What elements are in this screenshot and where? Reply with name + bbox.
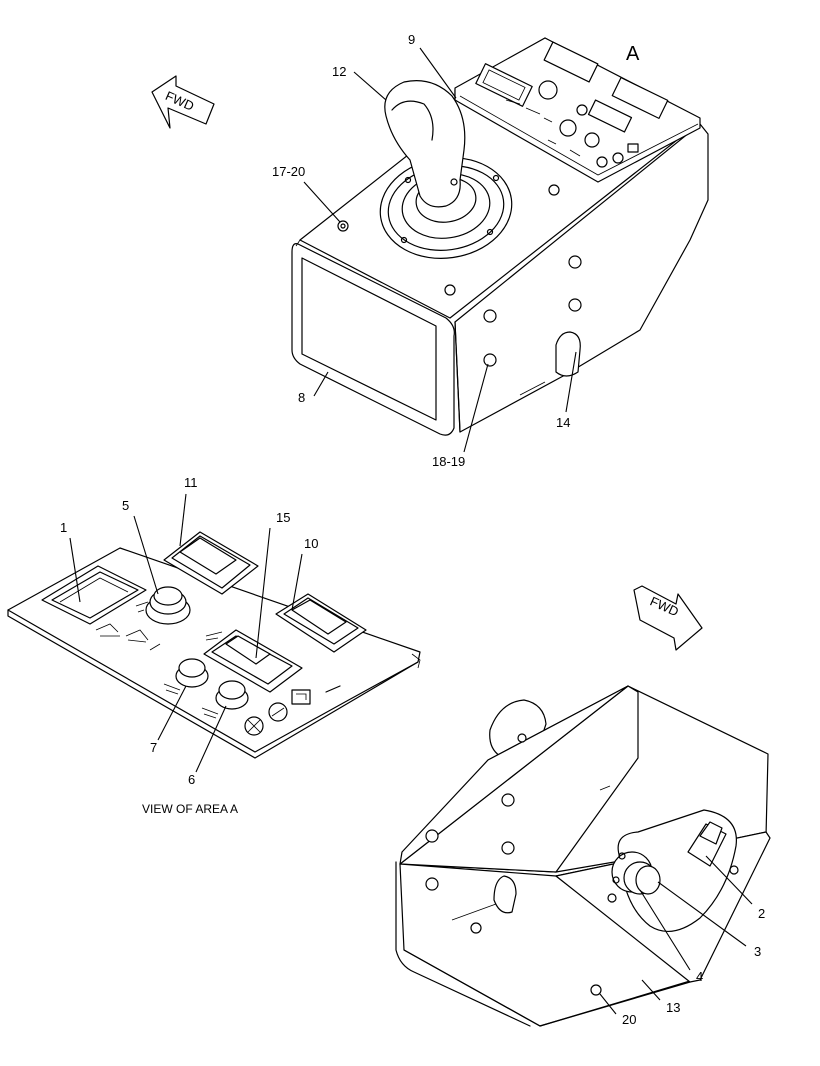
fwd-arrow-bottom: FWD [633,585,703,651]
toggle-2 [687,821,727,867]
callout-5: 5 [122,498,129,513]
console-assembly [291,37,709,436]
callout-11: 11 [184,475,198,490]
callout-9: 9 [408,32,415,47]
callout-12: 12 [332,64,346,79]
callout-20: 20 [622,1012,636,1027]
callout-7: 7 [150,740,157,755]
large-rocker-1 [41,565,147,625]
area-a-panel [7,531,421,759]
rocker-switch-10 [275,593,367,653]
switch-15 [203,629,303,693]
callouts-area-a: 1 5 11 15 10 7 6 VIEW OF AREA A [60,475,318,816]
knob-6 [201,680,249,719]
knob-7 [163,658,209,695]
underside-assembly [395,685,771,1027]
callout-10: 10 [304,536,318,551]
callout-8: 8 [298,390,305,405]
callout-4: 4 [696,969,703,984]
callout-18-19: 18-19 [432,454,465,469]
connector-3-4 [611,851,661,895]
callout-1: 1 [60,520,67,535]
callout-2: 2 [758,906,765,921]
callout-3: 3 [754,944,761,959]
fwd-arrow-top: FWD [151,75,215,129]
view-caption: VIEW OF AREA A [142,802,238,816]
callouts-underside: 2 3 4 13 20 [599,855,765,1027]
callout-6: 6 [188,772,195,787]
area-marker: A [626,43,640,65]
callouts-console: A 12 9 17-20 8 18-19 14 [272,32,640,469]
knob-5 [135,586,191,625]
callout-17-20: 17-20 [272,164,305,179]
callout-13: 13 [666,1000,680,1015]
callout-15: 15 [276,510,290,525]
callout-14: 14 [556,415,570,430]
rocker-switch-11 [163,531,259,595]
